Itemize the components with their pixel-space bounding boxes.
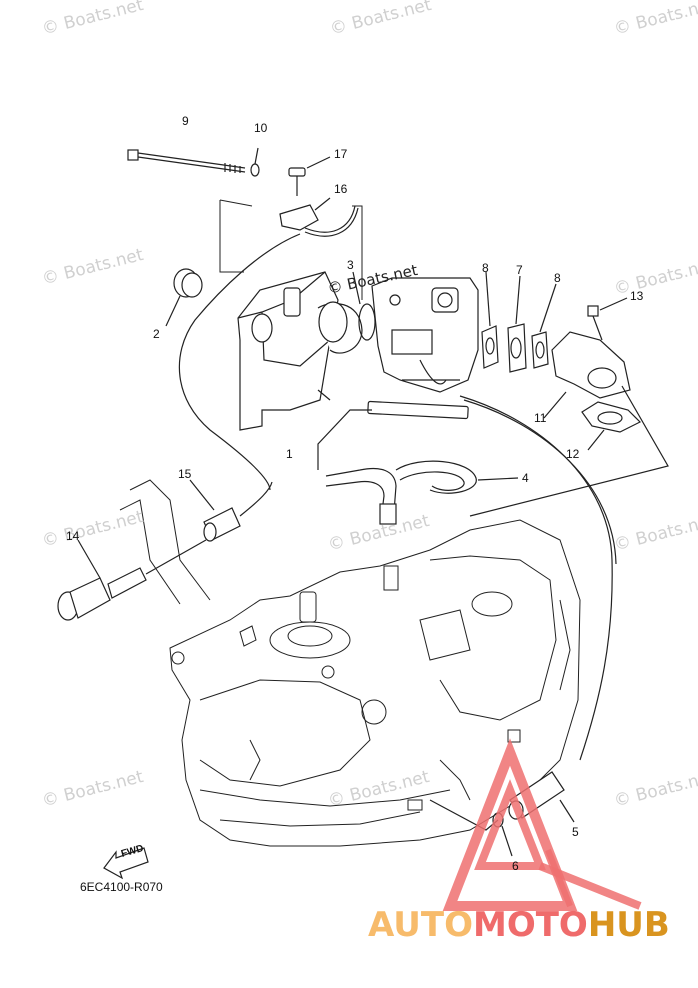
callout-label: 8	[482, 261, 489, 275]
bolt-part	[127, 149, 246, 173]
callout-label: 12	[566, 447, 580, 461]
screw-part	[288, 156, 331, 196]
engine-block	[119, 479, 581, 847]
choke-knob-part	[57, 567, 147, 621]
brand-part-auto: AUTO	[368, 905, 473, 945]
callout-label: 11	[534, 411, 547, 425]
callout-label: 16	[334, 182, 348, 196]
cable-holder-part	[203, 507, 241, 542]
grommet-part	[173, 268, 203, 298]
callout-label: 14	[66, 529, 80, 543]
callout-label: 9	[182, 114, 189, 128]
callout-label: 15	[178, 467, 192, 481]
carburetor-part	[371, 277, 479, 393]
brand-part-hub: HUB	[587, 905, 670, 945]
callout-label: 4	[522, 471, 529, 485]
callout-label: 6	[512, 859, 519, 873]
callout-label: 8	[554, 271, 561, 285]
bracket-part	[279, 197, 331, 231]
fuel-hose-part	[325, 400, 477, 525]
gasket-part	[481, 323, 549, 373]
diagram-code: 6EC4100-R070	[80, 880, 163, 894]
callout-label: 10	[254, 121, 268, 135]
callout-label: 5	[572, 825, 579, 839]
callout-label: 7	[516, 263, 523, 277]
callout-label: 17	[334, 147, 348, 161]
brand-wordmark: AUTOMOTOHUB	[368, 905, 670, 945]
callout-label: 13	[630, 289, 644, 303]
callout-label: 1	[286, 447, 293, 461]
callout-label: 2	[153, 327, 160, 341]
silencer-part	[237, 271, 363, 431]
intake-manifold-part	[551, 331, 631, 399]
brand-logo-triangle	[442, 738, 642, 911]
brand-part-moto: MOTO	[472, 905, 588, 945]
forward-arrow-icon	[103, 847, 149, 880]
callout-label: 3	[347, 258, 354, 272]
